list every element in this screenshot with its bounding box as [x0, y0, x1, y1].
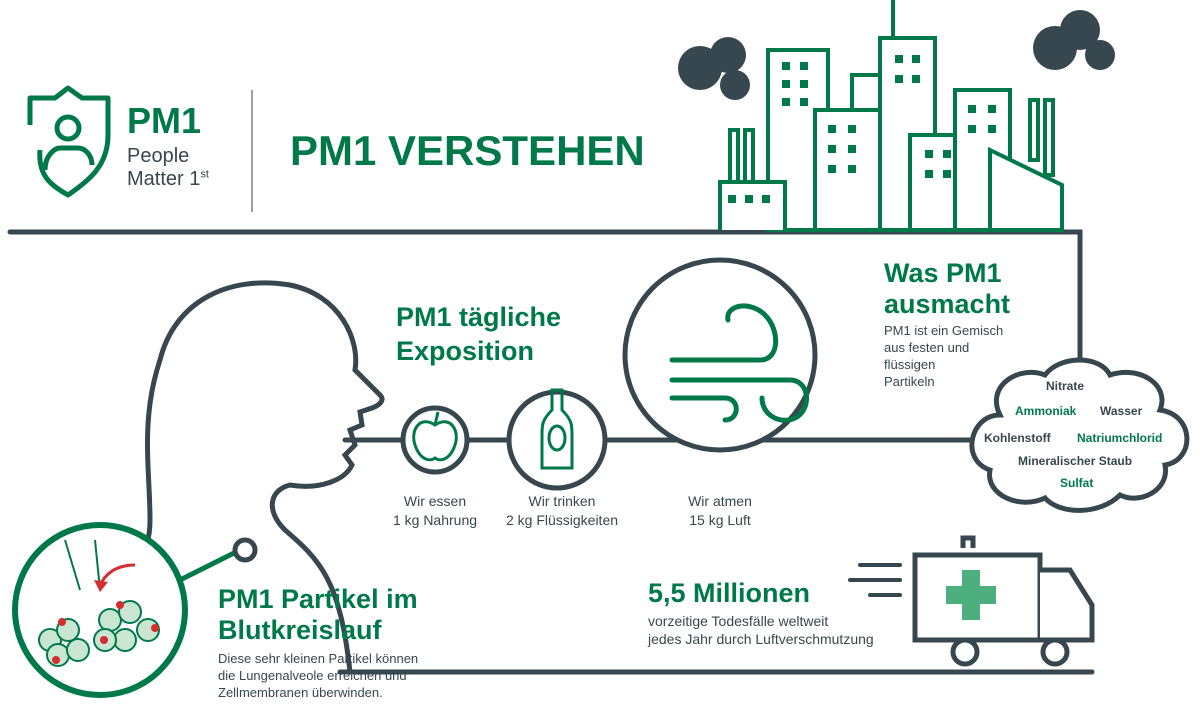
- blood-text: Diese sehr kleinen Partikel können: [218, 651, 419, 666]
- bottle-icon: [540, 388, 574, 470]
- smoke-icon: [678, 10, 1115, 100]
- cloud-item: Ammoniak: [1015, 404, 1077, 418]
- shield-person-icon: [27, 85, 111, 198]
- blood-text: Zellmembranen überwinden.: [218, 685, 383, 700]
- page-title: PM1 VERSTEHEN: [290, 127, 645, 174]
- deaths-text: jedes Jahr durch Luftverschmutzung: [648, 631, 874, 647]
- deaths-number: 5,5 Millionen: [648, 578, 811, 608]
- logo-line2: Matter 1: [127, 168, 201, 190]
- blood-heading-2: Blutkreislauf: [218, 615, 382, 645]
- composition-text: aus festen und: [884, 340, 970, 355]
- blood-text: die Lungenalveole erreichen und: [218, 668, 407, 683]
- top-divider-line: [7, 229, 1083, 375]
- logo-title: PM1: [127, 100, 202, 141]
- logo-sup: st: [200, 168, 209, 181]
- apple-icon: [412, 411, 458, 462]
- head-profile: [145, 280, 385, 675]
- cloud-shape: [969, 357, 1190, 513]
- exposure-heading-1: PM1 tägliche: [396, 302, 562, 332]
- cloud-item: Natriumchlorid: [1077, 431, 1163, 445]
- cloud-item: Nitrate: [1046, 379, 1085, 393]
- cloud-item: Wasser: [1100, 404, 1143, 418]
- cloud-item: Kohlenstoff: [984, 431, 1051, 445]
- logo-line1: People: [127, 145, 190, 167]
- exposure-breathe-2: 15 kg Luft: [689, 512, 751, 528]
- composition-heading-1: Was PM1: [884, 258, 1002, 288]
- composition-text: flüssigen: [884, 357, 936, 372]
- wind-icon: [669, 303, 809, 423]
- composition-text: Partikeln: [884, 374, 935, 389]
- blood-heading-1: PM1 Partikel im: [218, 584, 418, 614]
- exposure-heading-2: Exposition: [396, 336, 535, 366]
- composition-heading-2: ausmacht: [884, 289, 1011, 319]
- exposure-drink-1: Wir trinken: [528, 493, 596, 509]
- exposure-drink-2: 2 kg Flüssigkeiten: [505, 512, 619, 528]
- exposure-eat-1: Wir essen: [403, 493, 467, 509]
- cloud-item: Mineralischer Staub: [1018, 454, 1133, 468]
- composition-text: PM1 ist ein Gemisch: [884, 323, 1004, 338]
- exposure-eat-2: 1 kg Nahrung: [392, 512, 478, 528]
- exposure-breathe-1: Wir atmen: [688, 493, 752, 509]
- ambulance-icon: [912, 535, 1095, 667]
- cloud-item: Sulfat: [1060, 476, 1094, 490]
- deaths-text: vorzeitige Todesfälle weltweit: [648, 613, 829, 629]
- city-icon: [718, 0, 1064, 232]
- lung-circle: [12, 522, 188, 698]
